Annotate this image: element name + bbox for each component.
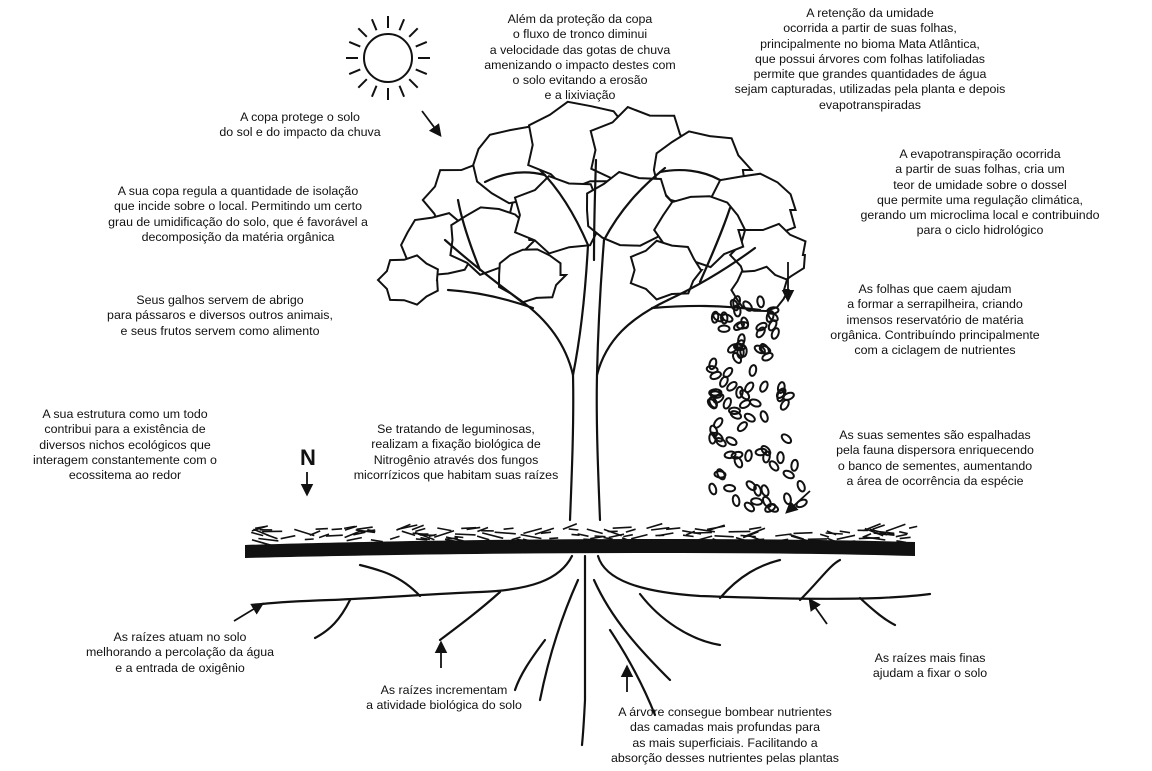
tree-trunk [443, 158, 762, 522]
note-nutrient-pump: A árvore consegue bombear nutrientes das… [611, 705, 839, 765]
note-falling-leaves: As folhas que caem ajudam a formar a ser… [830, 282, 1040, 358]
arrow-roots-percolation [233, 602, 265, 622]
note-trunk-flow: Além da proteção da copa o fluxo de tron… [484, 12, 676, 103]
falling-leaves [705, 295, 808, 513]
annotation-arrows [233, 110, 828, 692]
note-seeds: As suas sementes são espalhadas pela fau… [836, 428, 1034, 488]
note-legumes: Se tratando de leguminosas, realizam a f… [353, 422, 559, 482]
sun-icon [346, 16, 430, 100]
arrow-seeds [785, 490, 811, 514]
note-roots-percolation: As raízes atuam no solo melhorando a per… [85, 630, 275, 675]
tree-canopy [376, 100, 807, 313]
note-fine-roots: As raízes mais finas ajudam a fixar o so… [872, 651, 988, 681]
note-canopy-regulates: A sua copa regula a quantidade de isolaç… [108, 184, 368, 244]
tree-roots [260, 554, 932, 747]
note-canopy-protects: A copa protege o solo do sol e do impact… [219, 110, 381, 140]
note-branches-shelter: Seus galhos servem de abrigo para pássar… [107, 293, 333, 338]
note-structure: A sua estrutura como um todo contribui p… [33, 407, 217, 483]
arrow-canopy [421, 110, 442, 138]
arrow-fine-roots [808, 597, 828, 625]
nitrogen-label: N [300, 445, 316, 470]
note-evapotranspiration: A evapotranspiração ocorrida a partir de… [860, 147, 1100, 238]
note-humidity-retention: A retenção da umidade ocorrida a partir … [734, 6, 1006, 112]
note-roots-biology: As raízes incrementam a atividade biológ… [366, 683, 522, 713]
ground-litter [245, 522, 918, 558]
